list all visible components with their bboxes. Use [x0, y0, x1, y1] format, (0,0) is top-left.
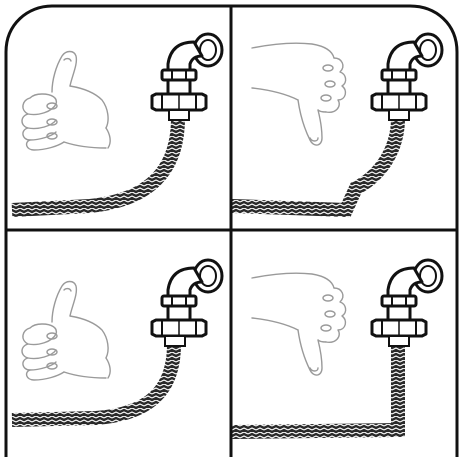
valve-fitting-icon	[370, 258, 444, 338]
thumbs-up-hand-icon	[21, 50, 111, 151]
thumbs-down-hand-icon	[251, 272, 347, 376]
panel-bottom-left	[11, 258, 224, 427]
thumbs-down-hand-icon	[251, 42, 347, 146]
thumbs-up-hand-icon	[21, 280, 111, 381]
valve-fitting-icon	[370, 32, 444, 112]
panel-bottom-right	[231, 258, 444, 439]
braided-hose	[11, 117, 185, 217]
valve-fitting-icon	[150, 32, 224, 112]
grid-frame	[4, 4, 459, 457]
braided-hose	[231, 344, 405, 439]
valve-fitting-icon	[150, 258, 224, 338]
braided-hose	[11, 343, 181, 427]
braided-hose	[231, 117, 405, 218]
panel-top-left	[11, 32, 224, 217]
panel-top-right	[231, 32, 444, 218]
